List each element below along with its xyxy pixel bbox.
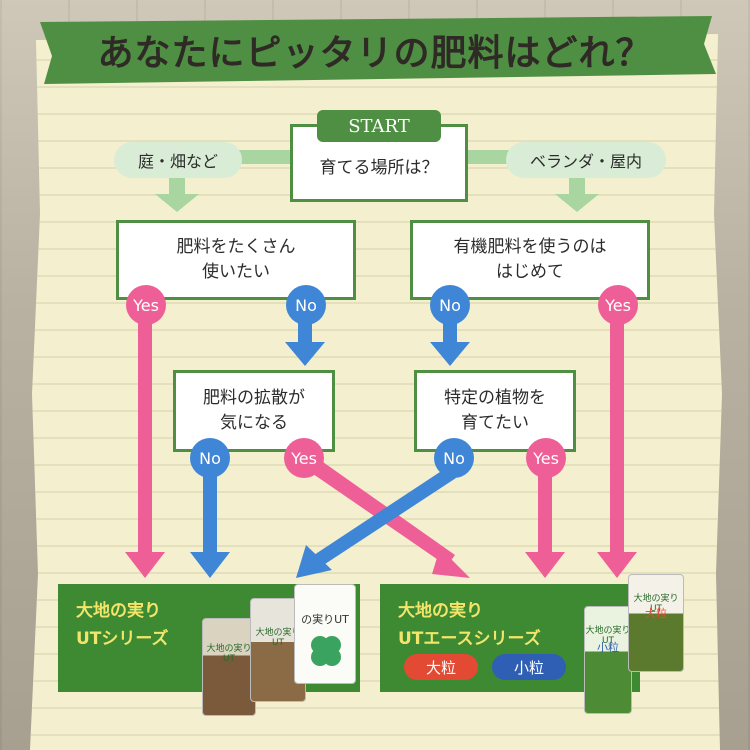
yes-badge-organic: Yes (598, 285, 638, 325)
arrow-no-diagonal (296, 468, 456, 578)
result-left-series: UTシリーズ (76, 629, 169, 649)
result-left-brand: 大地の実り (76, 601, 161, 621)
product-bag-ace-small: 大地の実りUT 小粒 (584, 606, 632, 714)
result-right-brand: 大地の実り (398, 601, 483, 621)
no-badge-organic: No (430, 285, 470, 325)
question-much-fertilizer: 肥料をたくさん 使いたい (116, 220, 356, 300)
product-bag-ace-large-label: 大地の実りUT (633, 594, 679, 614)
title-banner (40, 16, 716, 84)
yes-badge-plant: Yes (526, 438, 566, 478)
no-badge-much: No (286, 285, 326, 325)
no-badge-plant: No (434, 438, 474, 478)
product-bag-ut-medium-label: 大地の実りUT (255, 628, 301, 648)
product-bag-ut-large-label: の実りUT (301, 613, 349, 626)
product-bag-ace-small-sub: 小粒 (597, 641, 619, 654)
arrow-down-left (155, 178, 199, 212)
product-bag-ut-large: の実りUT (294, 584, 356, 684)
arrow-down-right (555, 178, 599, 212)
tag-small-grain: 小粒 (492, 654, 566, 680)
arrow-yes-inner-right (525, 468, 565, 578)
arrow-yes-diagonal (300, 455, 470, 578)
yes-badge-much: Yes (126, 285, 166, 325)
arrow-no-left-down (190, 470, 230, 578)
option-garden: 庭・畑など (114, 142, 242, 178)
page-title: あなたにピッタリの肥料はどれ？ (97, 33, 653, 74)
arrow-yes-far-left (125, 316, 165, 578)
question-location: 育てる場所は？ (290, 124, 468, 202)
yes-badge-spread: Yes (284, 438, 324, 478)
start-label: START (317, 110, 441, 142)
product-bag-ace-large-sub: 大粒 (645, 607, 667, 620)
product-bag-ut-small-label: 大地の実りUT (206, 644, 252, 664)
result-right-series: UTエースシリーズ (398, 629, 541, 649)
arrow-yes-far-right (597, 314, 637, 578)
product-bag-ace-large: 大地の実りUT 大粒 (628, 574, 684, 672)
product-bag-ace-small-label: 大地の実りUT (585, 626, 631, 646)
clover-icon (311, 636, 341, 666)
product-bag-ut-small: 大地の実りUT (202, 618, 256, 716)
tag-large-grain: 大粒 (404, 654, 478, 680)
connector-left (238, 150, 292, 164)
no-badge-spread: No (190, 438, 230, 478)
option-balcony: ベランダ・屋内 (506, 142, 666, 178)
